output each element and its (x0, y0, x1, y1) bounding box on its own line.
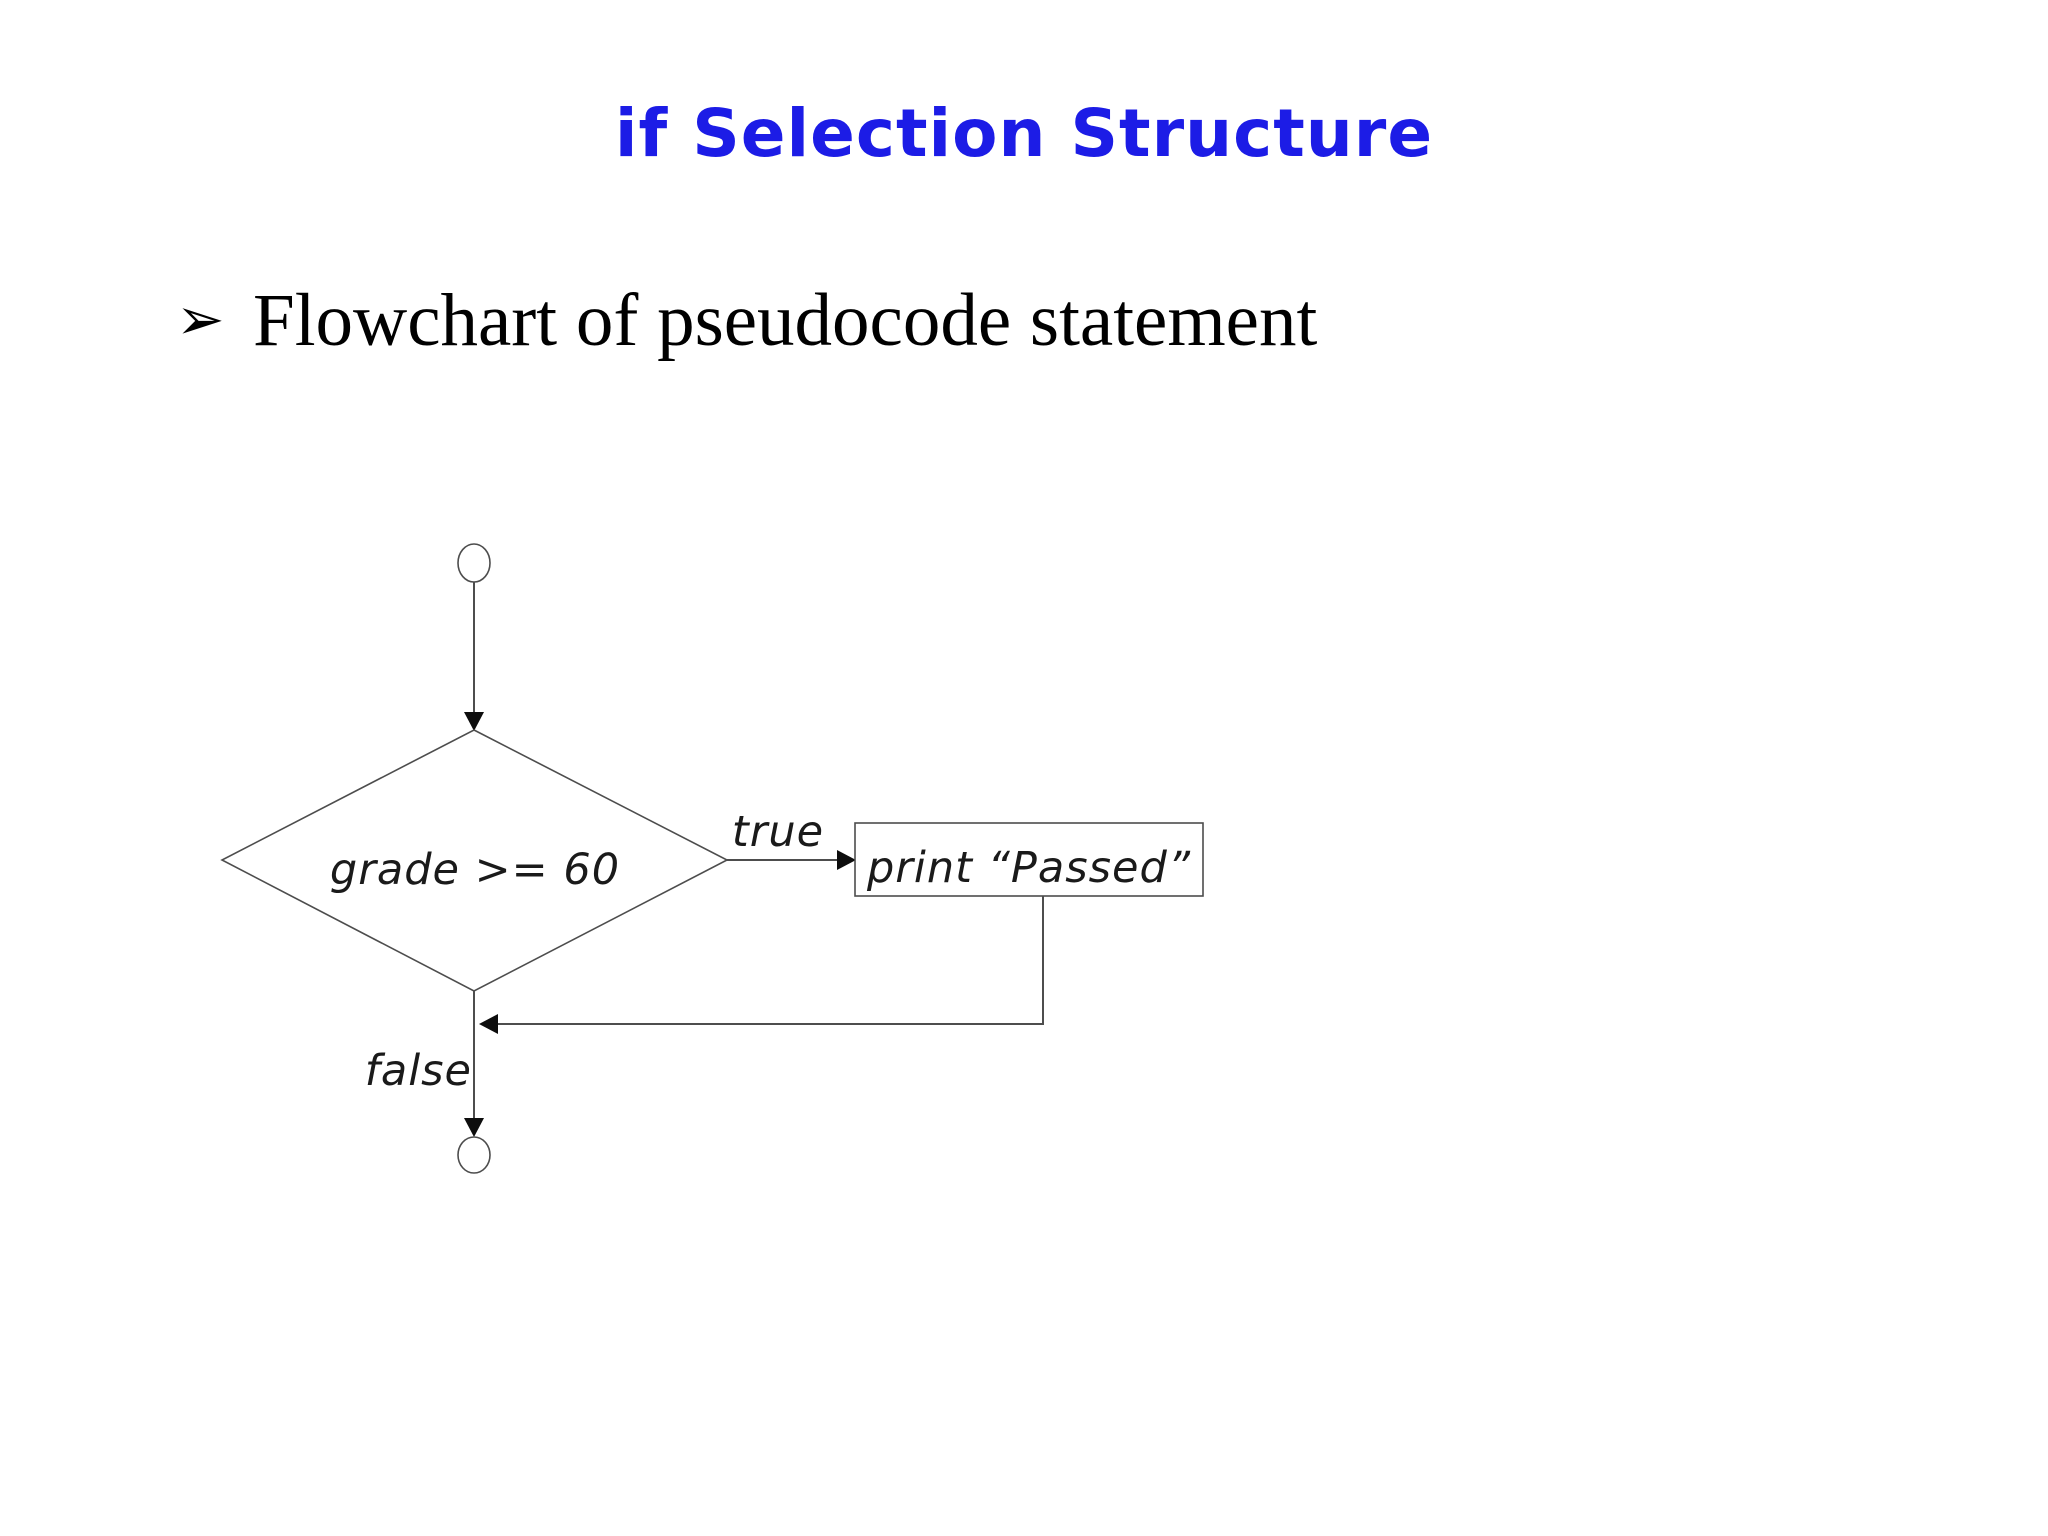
process-return-edge (492, 896, 1044, 1025)
bullet-text: Flowchart of pseudocode statement (253, 279, 1318, 362)
decision-label: grade >= 60 (330, 845, 620, 895)
start-terminal-circle (457, 543, 491, 583)
true-edge-label: true (732, 807, 824, 857)
process-box (854, 822, 1204, 897)
page-title: if Selection Structure (614, 95, 1434, 172)
process-label: print “Passed” (866, 843, 1191, 893)
true-edge-arrowhead-icon (837, 850, 856, 870)
start-to-decision-arrowhead-icon (464, 712, 484, 731)
end-terminal-circle (457, 1136, 491, 1174)
false-edge-arrowhead-icon (464, 1118, 484, 1137)
process-return-arrowhead-icon (479, 1014, 498, 1034)
arrowhead-bullet-icon: ➢ (176, 285, 225, 353)
false-edge-label: false (365, 1046, 472, 1096)
